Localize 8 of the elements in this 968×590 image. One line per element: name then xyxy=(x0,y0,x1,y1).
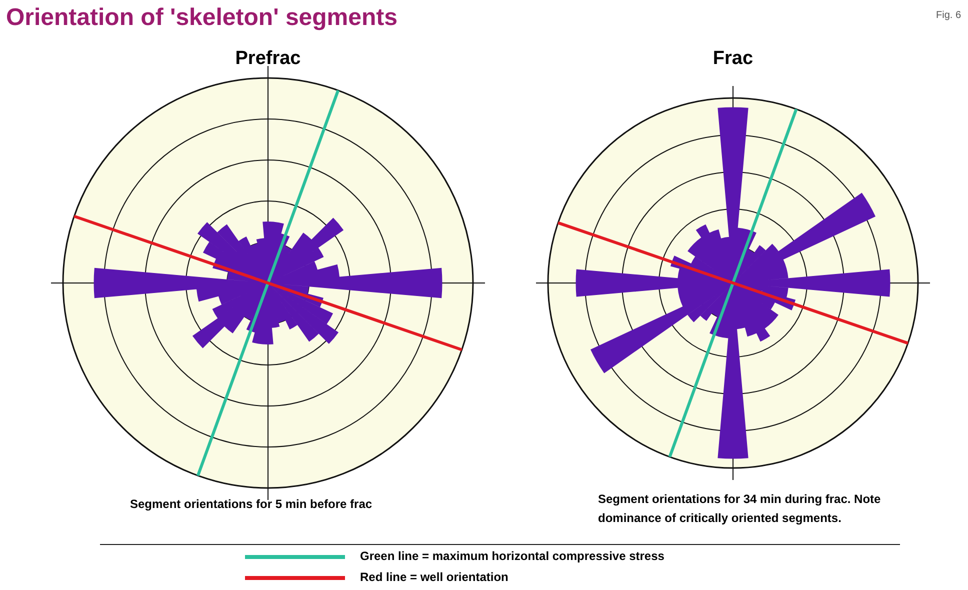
figure-number: Fig. 6 xyxy=(936,10,962,21)
chart-heading: Prefrac xyxy=(235,48,301,70)
diagram-title: Orientation of 'skeleton' segments xyxy=(6,4,398,32)
legend-text: Green line = maximum horizontal compressive stress xyxy=(360,549,664,563)
legend-text: Red line = well orientation xyxy=(360,570,508,584)
chart-caption: Segment orientations for 34 min during frac. Note dominance of critically oriented segments. xyxy=(598,491,882,527)
chart-caption: Segment orientations for 5 min before frac xyxy=(130,497,372,511)
chart-heading: Frac xyxy=(712,48,754,70)
